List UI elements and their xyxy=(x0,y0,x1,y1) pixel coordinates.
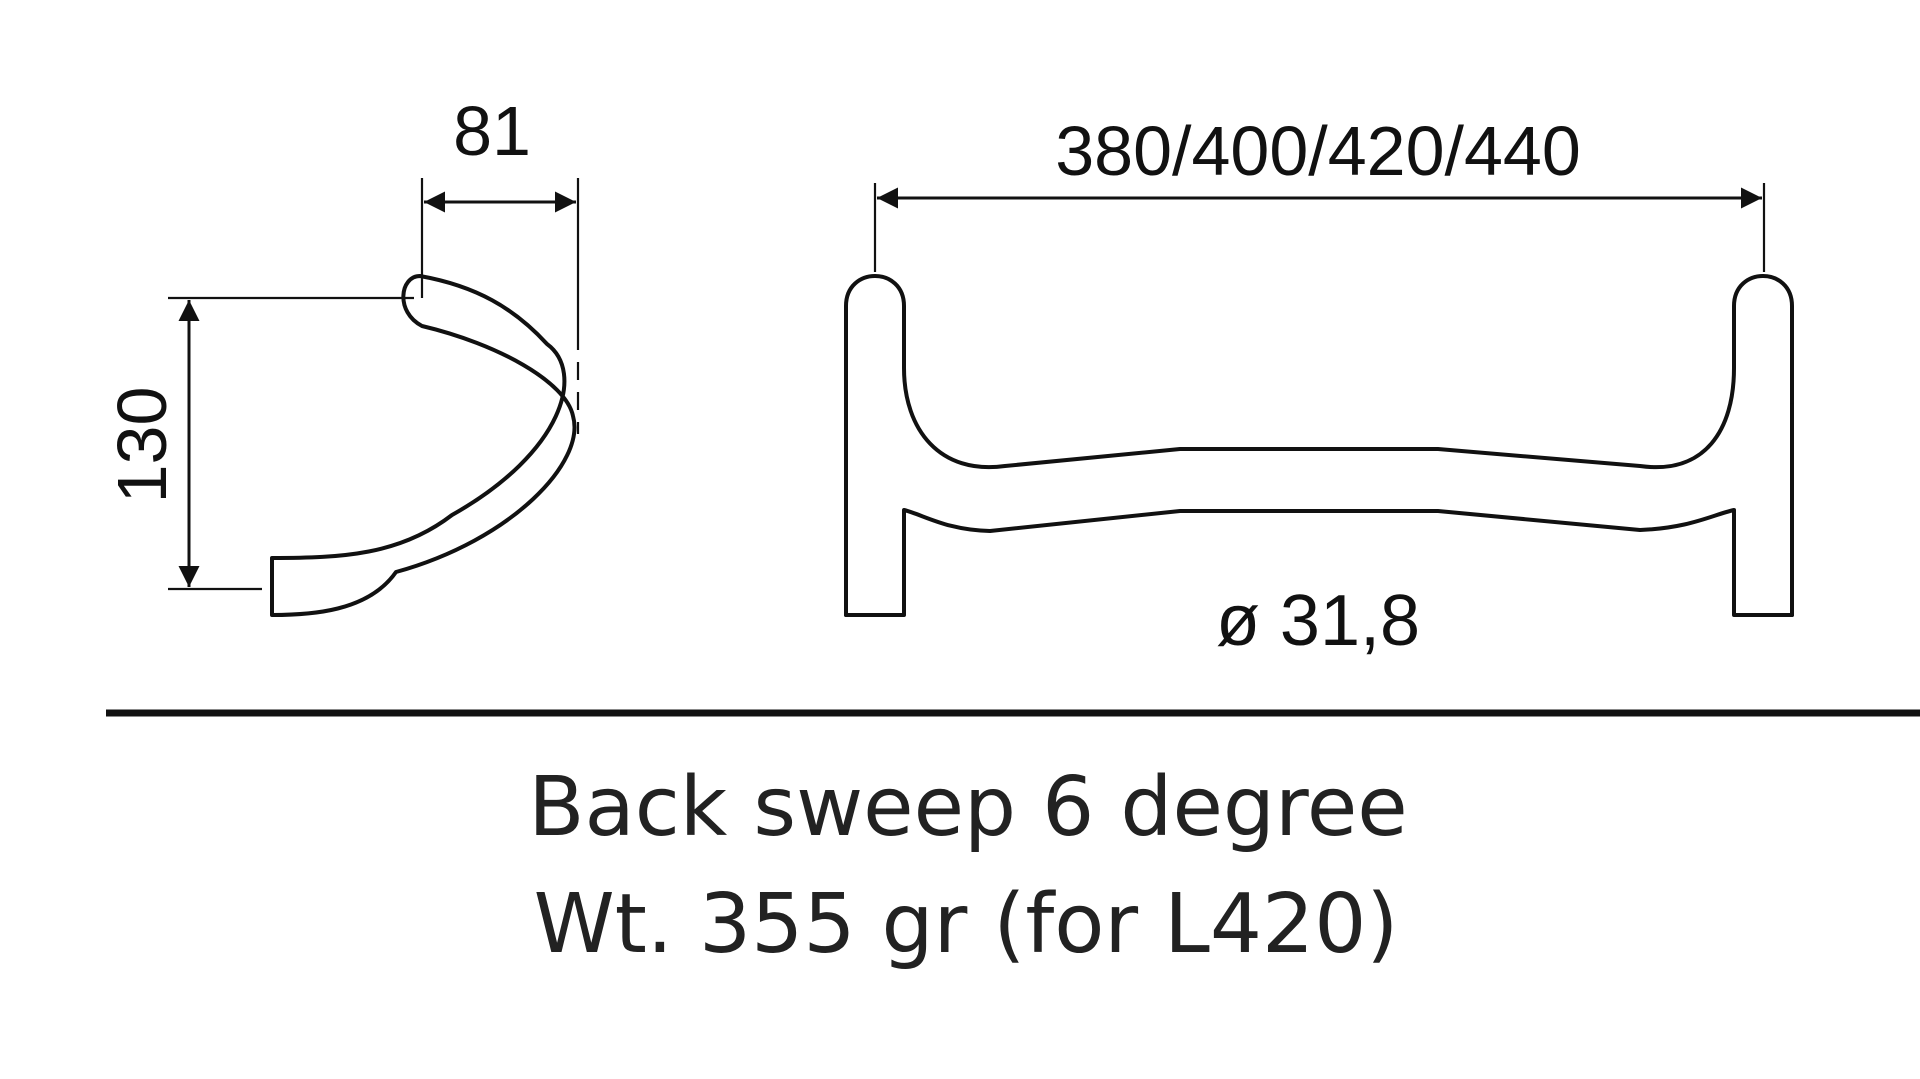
clamp-diameter-label: ø 31,8 xyxy=(1216,581,1420,661)
front-view-bar-outline xyxy=(844,274,1794,617)
side-view-drop-profile xyxy=(270,274,577,617)
side-view: 81 130 xyxy=(103,92,580,617)
width-dimension-label: 380/400/420/440 xyxy=(1055,112,1581,190)
front-view: 380/400/420/440 ø 31,8 xyxy=(844,112,1794,661)
drop-dimension-label: 130 xyxy=(103,387,181,504)
reach-dimension-label: 81 xyxy=(453,92,531,170)
weight-note: Wt. 355 gr (for L420) xyxy=(534,877,1399,972)
back-sweep-note: Back sweep 6 degree xyxy=(528,760,1408,855)
